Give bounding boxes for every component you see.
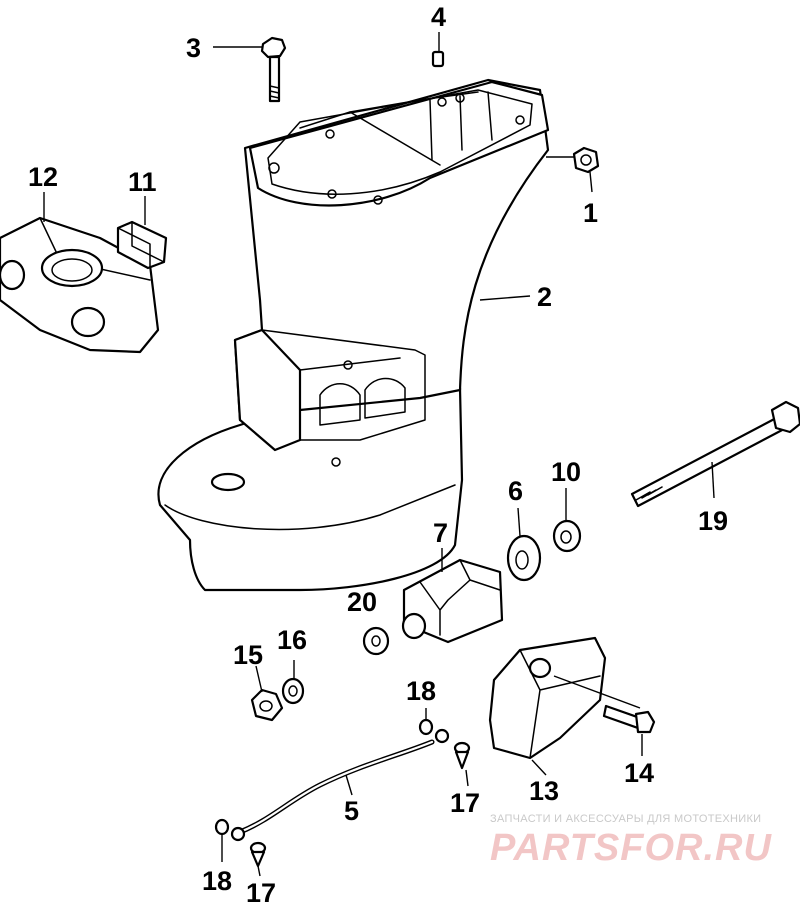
part-7-rubber-mount <box>401 558 504 644</box>
part-1-nut <box>572 146 600 174</box>
watermark-logo: PARTSFOR.RU <box>490 827 772 869</box>
callout-3: 3 <box>186 33 201 63</box>
part-18-washer-upper <box>418 718 434 736</box>
callout-14: 14 <box>624 758 654 788</box>
callout-15: 15 <box>233 640 263 670</box>
part-11-mount-block <box>116 220 168 270</box>
callout-6: 6 <box>508 476 523 506</box>
part-16-washer <box>281 677 305 705</box>
drive-shaft-housing <box>157 78 550 592</box>
part-17-screw-lower <box>249 841 267 868</box>
callout-7: 7 <box>433 518 448 548</box>
callout-labels: 3 4 1 2 12 11 19 6 10 7 20 15 16 18 17 1… <box>28 2 728 904</box>
callout-1: 1 <box>583 198 598 228</box>
callout-19: 19 <box>698 506 728 536</box>
part-6-washer <box>506 534 542 582</box>
leader-lines <box>43 32 715 877</box>
part-17-screw-upper <box>453 741 471 770</box>
callout-10: 10 <box>551 457 581 487</box>
part-15-nut <box>250 688 284 722</box>
callout-4: 4 <box>431 2 446 32</box>
part-19-long-bolt <box>630 400 800 508</box>
callout-18-lower: 18 <box>202 866 232 896</box>
callout-17-lower: 17 <box>246 878 276 904</box>
part-5-ground-wire <box>230 728 450 842</box>
part-18-washer-lower <box>214 818 230 836</box>
part-3-bolt <box>260 36 287 103</box>
part-10-washer <box>552 519 582 553</box>
callout-16: 16 <box>277 625 307 655</box>
part-14-bolt <box>602 704 656 734</box>
callout-12: 12 <box>28 162 58 192</box>
part-4-dowel-pin <box>431 50 445 68</box>
callout-18-upper: 18 <box>406 676 436 706</box>
callout-5: 5 <box>344 796 359 826</box>
callout-17-upper: 17 <box>450 788 480 818</box>
callout-13: 13 <box>529 776 559 806</box>
watermark-tagline: ЗАПЧАСТИ И АКСЕССУАРЫ ДЛЯ МОТОТЕХНИКИ <box>490 813 761 825</box>
watermark: ЗАПЧАСТИ И АКСЕССУАРЫ ДЛЯ МОТОТЕХНИКИ PA… <box>490 813 772 869</box>
callout-20: 20 <box>347 587 377 617</box>
part-13-mount-cover <box>488 636 607 760</box>
part-20-washer <box>362 626 390 656</box>
callout-2: 2 <box>537 282 552 312</box>
callout-11: 11 <box>128 167 157 197</box>
